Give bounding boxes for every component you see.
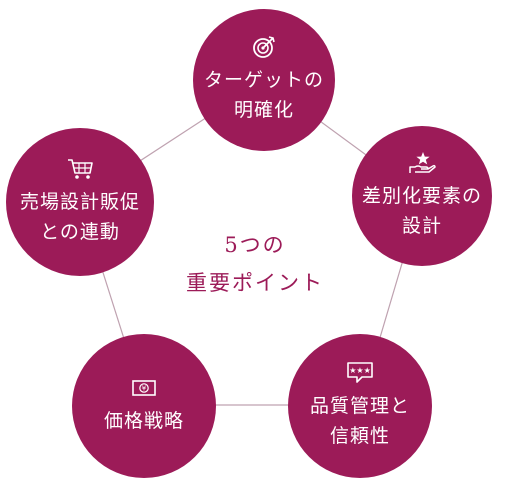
- svg-text:¥: ¥: [142, 385, 147, 393]
- point-label: 差別化要素の 設計: [361, 185, 482, 237]
- point-label: 売場設計販促 との連動: [19, 191, 140, 243]
- shopping-cart-icon: [68, 159, 93, 179]
- target-icon: [253, 36, 275, 58]
- point-label: 品質管理と 信頼性: [309, 395, 410, 447]
- svg-text:★★★: ★★★: [349, 366, 371, 375]
- rating-bubble-icon: ★★★: [347, 362, 373, 383]
- yen-banknote-icon: ¥: [132, 380, 156, 396]
- point-circle-quality: ★★★ 品質管理と 信頼性: [288, 334, 432, 478]
- point-circle-differentiation: 差別化要素の 設計: [352, 126, 492, 266]
- point-circle-targeting: ターゲットの 明確化: [193, 9, 335, 151]
- hand-star-icon: [409, 152, 436, 173]
- point-label: ターゲットの 明確化: [203, 69, 324, 121]
- diagram-title: 5つの 重要ポイント: [186, 233, 324, 295]
- point-label: 価格戦略: [103, 410, 184, 432]
- point-circle-sales-floor: 売場設計販促 との連動: [6, 128, 154, 276]
- point-circle-pricing: ¥ 価格戦略: [72, 334, 216, 478]
